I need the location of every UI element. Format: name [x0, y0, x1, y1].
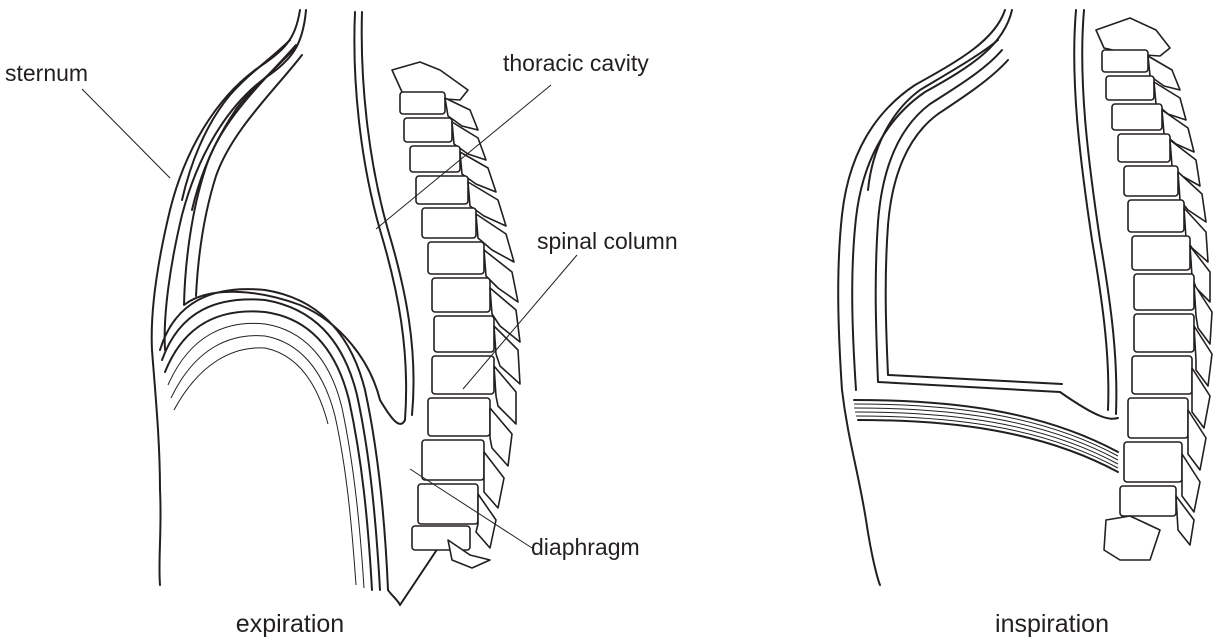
spinal-column-label: spinal column	[537, 228, 678, 254]
sternum-leader	[82, 89, 170, 178]
inspiration-spinal-column	[1096, 18, 1212, 560]
diaphragm-label: diaphragm	[531, 534, 640, 560]
sternum-label: sternum	[5, 60, 88, 86]
expiration-diaphragm	[160, 289, 388, 590]
expiration-caption: expiration	[236, 610, 344, 638]
expiration-figure: sternum thoracic cavity spinal column di…	[5, 10, 678, 638]
inspiration-chest-wall	[838, 10, 1005, 585]
inspiration-figure: inspiration	[838, 10, 1212, 638]
thoracic-cavity-label: thoracic cavity	[503, 50, 649, 76]
inspiration-caption: inspiration	[995, 610, 1109, 638]
inspiration-diaphragm	[854, 400, 1118, 452]
expiration-spinal-column	[392, 62, 520, 568]
